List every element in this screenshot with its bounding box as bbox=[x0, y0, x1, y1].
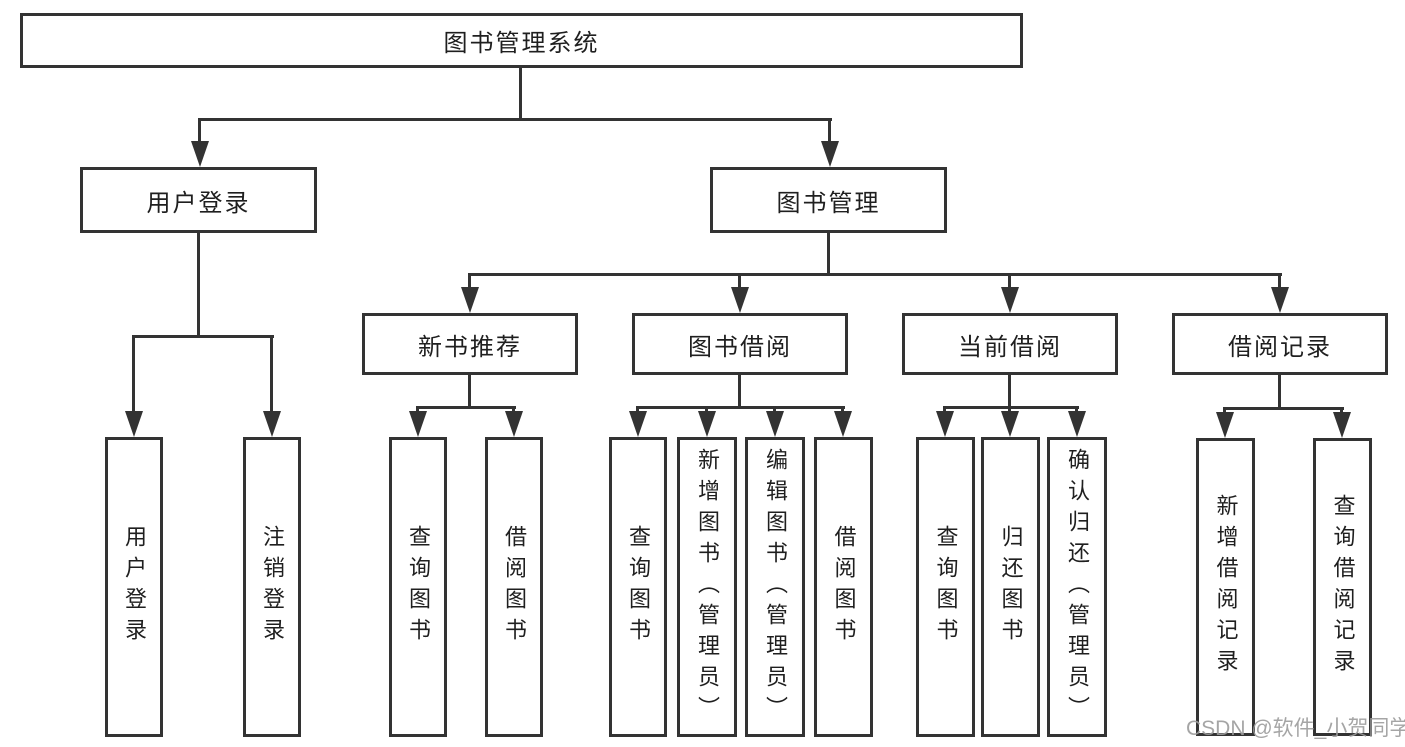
arrow-down-icon bbox=[629, 411, 647, 437]
arrow-down-icon bbox=[1271, 287, 1289, 313]
node-label: 查询图书 bbox=[933, 525, 959, 649]
connector-line bbox=[1008, 273, 1011, 295]
leaf-query-books-current: 查询图书 bbox=[916, 437, 975, 737]
connector-line bbox=[198, 118, 832, 121]
arrow-down-icon bbox=[698, 411, 716, 437]
connector-line bbox=[468, 375, 471, 406]
node-current-borrowing: 当前借阅 bbox=[902, 313, 1118, 375]
node-label: 借阅记录 bbox=[1228, 333, 1332, 361]
node-book-management: 图书管理 bbox=[710, 167, 947, 233]
leaf-borrow-books-recommend: 借阅图书 bbox=[485, 437, 543, 737]
connector-line bbox=[636, 406, 845, 409]
node-label: 查询借阅记录 bbox=[1330, 494, 1356, 680]
leaf-logout: 注销登录 bbox=[243, 437, 301, 737]
connector-line bbox=[132, 335, 135, 419]
connector-line bbox=[1008, 375, 1011, 406]
leaf-user-login: 用户登录 bbox=[105, 437, 163, 737]
arrow-down-icon bbox=[936, 411, 954, 437]
connector-line bbox=[1223, 407, 1344, 410]
connector-line bbox=[416, 406, 516, 409]
node-label: 新增图书（管理员） bbox=[695, 447, 720, 727]
connector-line bbox=[943, 406, 1079, 409]
node-new-book-recommend: 新书推荐 bbox=[362, 313, 578, 375]
leaf-query-borrow-record: 查询借阅记录 bbox=[1313, 438, 1372, 736]
arrow-down-icon bbox=[409, 411, 427, 437]
watermark: CSDN @软件_小贺同学 bbox=[1186, 717, 1405, 740]
node-root: 图书管理系统 bbox=[20, 13, 1023, 68]
node-label: 归还图书 bbox=[998, 525, 1024, 649]
arrow-down-icon bbox=[1333, 412, 1351, 438]
leaf-add-book-admin: 新增图书（管理员） bbox=[677, 437, 737, 737]
node-label: 用户登录 bbox=[122, 525, 147, 649]
arrow-down-icon bbox=[821, 141, 839, 167]
node-label: 注销登录 bbox=[260, 525, 285, 649]
node-label: 用户登录 bbox=[146, 189, 251, 217]
arrow-down-icon bbox=[505, 411, 523, 437]
connector-line bbox=[468, 273, 1282, 276]
connector-line bbox=[132, 335, 274, 338]
leaf-borrow-books: 借阅图书 bbox=[814, 437, 873, 737]
node-label: 当前借阅 bbox=[958, 333, 1062, 361]
connector-line bbox=[198, 118, 201, 149]
node-book-borrowing: 图书借阅 bbox=[632, 313, 848, 375]
arrow-down-icon bbox=[263, 411, 281, 437]
arrow-down-icon bbox=[461, 287, 479, 313]
leaf-edit-book-admin: 编辑图书（管理员） bbox=[745, 437, 805, 737]
arrow-down-icon bbox=[1068, 411, 1086, 437]
node-borrowing-records: 借阅记录 bbox=[1172, 313, 1388, 375]
connector-line bbox=[738, 273, 741, 295]
connector-line bbox=[519, 68, 522, 118]
arrow-down-icon bbox=[1216, 412, 1234, 438]
node-label: 确认归还（管理员） bbox=[1065, 447, 1090, 727]
leaf-add-borrow-record: 新增借阅记录 bbox=[1196, 438, 1255, 736]
node-label: 图书借阅 bbox=[688, 333, 792, 361]
arrow-down-icon bbox=[766, 411, 784, 437]
node-user-login: 用户登录 bbox=[80, 167, 317, 233]
node-label: 查询图书 bbox=[626, 525, 651, 649]
connector-line bbox=[270, 335, 273, 419]
node-label: 新增借阅记录 bbox=[1213, 494, 1239, 680]
arrow-down-icon bbox=[191, 141, 209, 167]
node-label: 编辑图书（管理员） bbox=[763, 447, 788, 727]
node-label: 图书管理 bbox=[776, 189, 881, 217]
arrow-down-icon bbox=[125, 411, 143, 437]
node-label: 借阅图书 bbox=[831, 525, 857, 649]
connector-line bbox=[1278, 273, 1281, 295]
connector-line bbox=[468, 273, 471, 295]
leaf-query-books-borrowing: 查询图书 bbox=[609, 437, 667, 737]
arrow-down-icon bbox=[1001, 287, 1019, 313]
arrow-down-icon bbox=[1001, 411, 1019, 437]
leaf-confirm-return-admin: 确认归还（管理员） bbox=[1047, 437, 1107, 737]
arrow-down-icon bbox=[834, 411, 852, 437]
node-label: 借阅图书 bbox=[502, 525, 527, 649]
node-label: 查询图书 bbox=[406, 525, 431, 649]
connector-line bbox=[738, 375, 741, 406]
node-label: 图书管理系统 bbox=[443, 30, 600, 57]
connector-line bbox=[828, 118, 831, 149]
node-label: 新书推荐 bbox=[418, 333, 522, 361]
connector-line bbox=[197, 233, 200, 335]
arrow-down-icon bbox=[731, 287, 749, 313]
connector-line bbox=[1278, 375, 1281, 407]
leaf-query-books-recommend: 查询图书 bbox=[389, 437, 447, 737]
connector-line bbox=[827, 233, 830, 273]
leaf-return-books: 归还图书 bbox=[981, 437, 1040, 737]
